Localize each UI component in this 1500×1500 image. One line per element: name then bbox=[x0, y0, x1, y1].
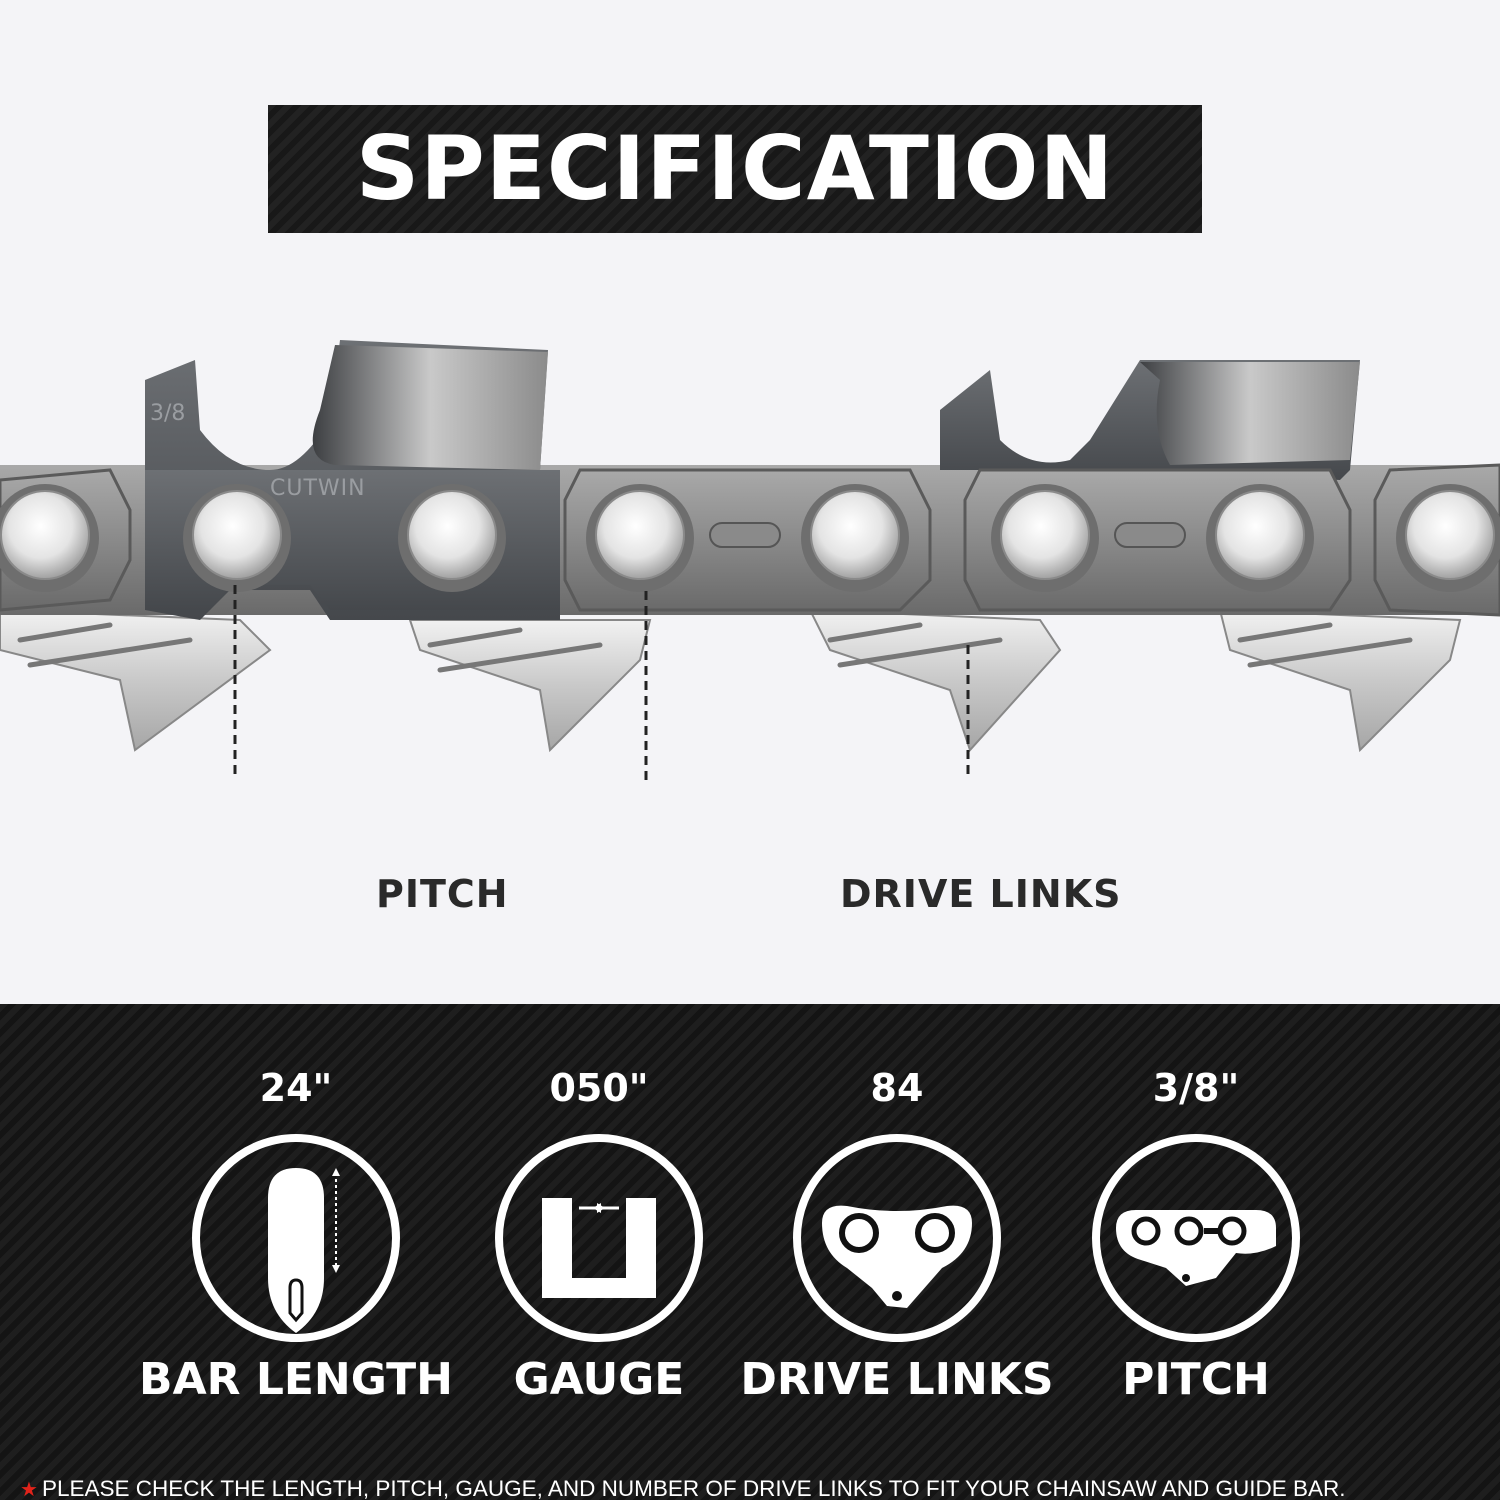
fitment-disclaimer: ★PLEASE CHECK THE LENGTH, PITCH, GAUGE, … bbox=[20, 1476, 1346, 1500]
spec-panel: 24" BAR LENGTH 050" GAUGE 8 bbox=[0, 1004, 1500, 1500]
saw-chain-image: 3/8 CUTWIN CUTWIN bbox=[0, 340, 1500, 780]
spec-value: 84 bbox=[870, 1066, 924, 1110]
spec-label: DRIVE LINKS bbox=[740, 1354, 1054, 1405]
spec-label: BAR LENGTH bbox=[139, 1354, 453, 1405]
pitch-icon bbox=[1092, 1134, 1300, 1342]
spec-value: 3/8" bbox=[1152, 1066, 1240, 1110]
page-title: SPECIFICATION bbox=[355, 117, 1115, 220]
spec-drive-links: 84 DRIVE LINKS bbox=[740, 1004, 1053, 1500]
spec-value: 050" bbox=[549, 1066, 649, 1110]
spec-gauge: 050" GAUGE bbox=[449, 1004, 749, 1500]
pitch-stamp: 3/8 bbox=[150, 401, 185, 426]
drive-links-callout-label: DRIVE LINKS bbox=[840, 872, 1122, 916]
drive-link-fins bbox=[0, 608, 1462, 753]
spec-label: PITCH bbox=[1122, 1354, 1270, 1405]
callout-lines bbox=[233, 585, 970, 780]
spec-bar-length: 24" BAR LENGTH bbox=[139, 1004, 453, 1500]
rivets bbox=[0, 484, 1500, 592]
spec-value: 24" bbox=[259, 1066, 333, 1110]
link-slots bbox=[709, 522, 1186, 548]
guide-bar-icon bbox=[192, 1134, 400, 1342]
spec-label: GAUGE bbox=[513, 1354, 685, 1405]
disclaimer-text: PLEASE CHECK THE LENGTH, PITCH, GAUGE, A… bbox=[41, 1476, 1346, 1500]
brand-stamp-front: CUTWIN bbox=[270, 476, 366, 501]
cutter-link-right bbox=[940, 360, 1360, 480]
star-icon: ★ bbox=[20, 1479, 38, 1500]
pitch-callout-label: PITCH bbox=[376, 872, 509, 916]
title-banner: SPECIFICATION bbox=[268, 105, 1202, 233]
gauge-icon bbox=[495, 1134, 703, 1342]
chain-illustration: 3/8 CUTWIN CUTWIN bbox=[0, 320, 1500, 780]
spec-pitch: 3/8" PITCH bbox=[1046, 1004, 1346, 1500]
drive-link-icon bbox=[793, 1134, 1001, 1342]
